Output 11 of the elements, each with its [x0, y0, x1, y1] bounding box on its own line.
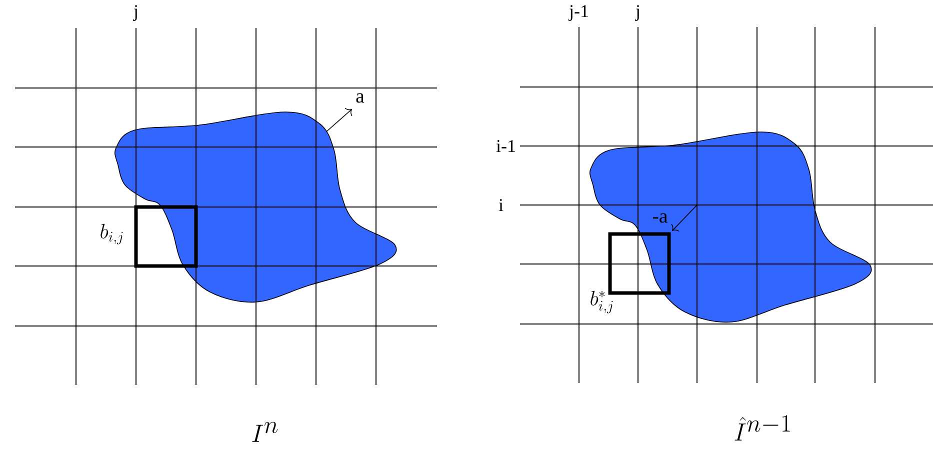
- grid-label: j: [635, 5, 639, 21]
- grid-label: i-1: [496, 140, 515, 152]
- grid-label: j-1: [568, 5, 588, 21]
- block-label: $b^{*}_{i,j}$: [590, 290, 613, 314]
- grid-label: j: [132, 5, 137, 21]
- image-label: $I^{n}$: [252, 422, 278, 442]
- grid-label: i: [498, 199, 504, 211]
- vector-label: -a: [652, 213, 668, 223]
- image-label: $\hat{I}^{n-1}$: [734, 415, 790, 441]
- vector-label: a: [356, 93, 364, 103]
- block-label: $b_{i,j}$: [100, 224, 123, 244]
